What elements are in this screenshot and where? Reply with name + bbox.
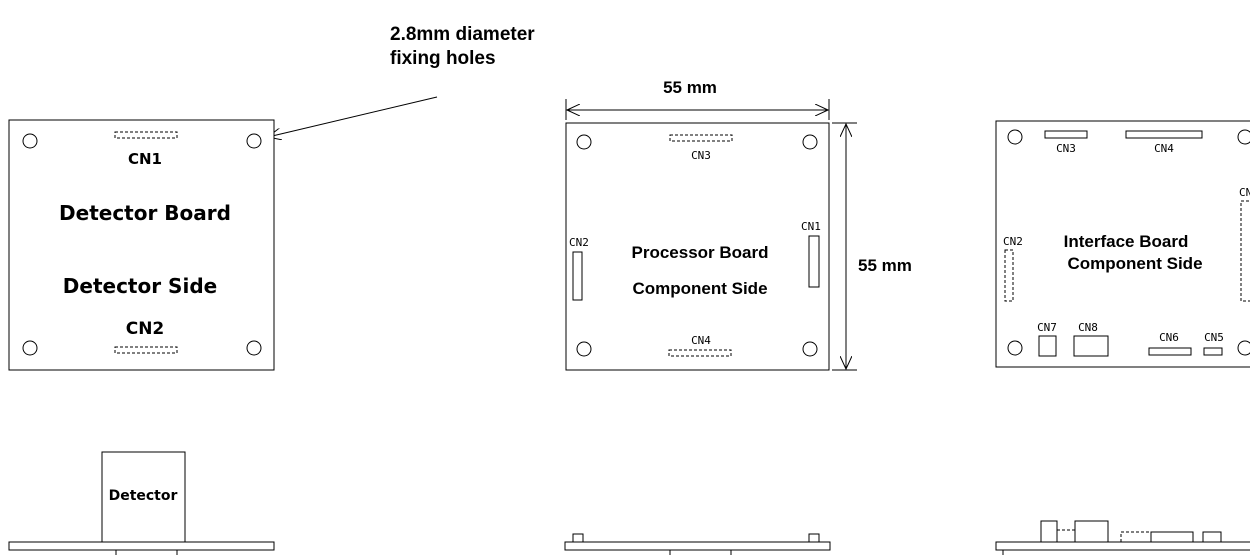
connector-cn6-label: CN6 (1159, 331, 1179, 344)
connector-cn1-label: CN1 (801, 220, 821, 233)
detector-board-outline (8, 119, 275, 371)
height-dimension-label: 55 mm (858, 256, 912, 275)
connector-cn3-label: CN3 (691, 149, 711, 162)
fixing-hole (22, 340, 38, 356)
interface-board-profile (995, 520, 1250, 555)
callout-arrow (268, 96, 438, 137)
detector-board-edge (8, 541, 275, 551)
fixing-hole (1007, 129, 1023, 145)
fixing-hole (1237, 340, 1250, 356)
standoff (572, 533, 584, 543)
fixing-hole (802, 134, 818, 150)
fixing-hole (246, 133, 262, 149)
processor-board-profile (564, 533, 831, 555)
component-profile (1120, 531, 1152, 543)
connector-cn4-label: CN4 (1154, 142, 1174, 155)
callout-line-1: 2.8mm diameter (390, 24, 535, 45)
connector-cn1-label: CN1 (128, 150, 162, 168)
interface-board-title: Interface Board (1064, 232, 1189, 251)
interface-board-side: Component Side (1067, 254, 1202, 273)
processor-board-edge (564, 541, 831, 551)
connector-cn8-footprint (1073, 335, 1109, 357)
detector-module-label: Detector (109, 488, 178, 504)
detector-board-title: Detector Board (59, 201, 231, 225)
connector-cn1-footprint (114, 131, 178, 139)
fixing-hole (22, 133, 38, 149)
connector-cn3-footprint (669, 134, 733, 142)
fixing-hole (576, 341, 592, 357)
connector-cn2-label: CN2 (569, 236, 589, 249)
processor-board-side: Component Side (632, 279, 767, 298)
component-profile (1074, 520, 1109, 543)
connector-cn2-footprint (1004, 249, 1014, 302)
fixing-hole (802, 341, 818, 357)
component-profile (1040, 520, 1058, 543)
detector-board-side: Detector Side (63, 274, 217, 298)
component-profile (1202, 531, 1222, 543)
fixing-hole (576, 134, 592, 150)
connector-cn5-footprint (1203, 347, 1223, 356)
connector-cn1-label: CN1 (1239, 186, 1250, 199)
component-profile (1056, 529, 1076, 543)
detector-board: CN1 Detector Board Detector Side CN2 (8, 119, 275, 371)
processor-board: 55 mm 55 mm CN3 CN2 CN1 Processor Board … (565, 78, 912, 371)
interface-board: CN3 CN4 CN2 CN1 Interface Board Componen… (995, 120, 1250, 368)
connector-cn7-footprint (1038, 335, 1057, 357)
connector-cn4-footprint (1125, 130, 1203, 139)
connector-cn2-label: CN2 (1003, 235, 1023, 248)
connector-cn1-footprint (808, 235, 820, 288)
processor-board-title: Processor Board (632, 243, 769, 262)
detector-module (101, 451, 186, 543)
connector-cn8-label: CN8 (1078, 321, 1098, 334)
connector-cn2-footprint (114, 346, 178, 354)
connector-cn6-footprint (1148, 347, 1192, 356)
connector-cn5-label: CN5 (1204, 331, 1224, 344)
connector-cn7-label: CN7 (1037, 321, 1057, 334)
processor-board-outline (565, 122, 830, 371)
standoff (808, 533, 820, 543)
interface-board-edge (995, 541, 1250, 551)
fixing-hole (246, 340, 262, 356)
connector-cn3-footprint (1044, 130, 1088, 139)
fixing-holes-callout: 2.8mm diameter fixing holes (268, 24, 535, 137)
interface-board-outline (995, 120, 1250, 368)
fixing-hole (1007, 340, 1023, 356)
connector-cn1-footprint (1240, 200, 1250, 302)
connector-cn2-label: CN2 (126, 319, 165, 339)
callout-line-2: fixing holes (390, 48, 496, 69)
connector-cn4-footprint (668, 349, 732, 357)
connector-cn4-label: CN4 (691, 334, 711, 347)
detector-board-profile: Detector (8, 451, 275, 555)
fixing-hole (1237, 129, 1250, 145)
connector-cn2-footprint (572, 251, 583, 301)
component-profile (1150, 531, 1194, 543)
width-dimension-label: 55 mm (663, 78, 717, 97)
connector-cn3-label: CN3 (1056, 142, 1076, 155)
